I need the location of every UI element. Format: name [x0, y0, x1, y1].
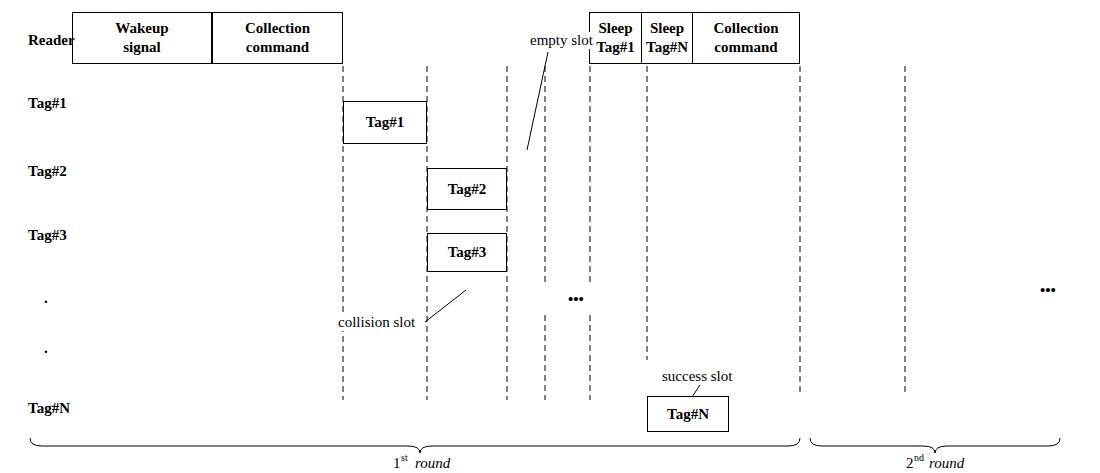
ellipsis: •••	[1040, 282, 1056, 299]
reader-command-box: Wakeup signal	[72, 12, 212, 64]
round-word: round	[415, 455, 450, 472]
slot-divider	[545, 315, 546, 400]
reader-command-box: Collection command	[692, 12, 800, 64]
round-word: round	[929, 455, 964, 472]
slot-divider	[590, 66, 591, 285]
round-number: 2	[906, 455, 914, 472]
box-text: Tag#3	[448, 243, 487, 262]
slot-annotation: empty slot	[528, 32, 595, 49]
reader-command-box: Sleep Tag#1	[589, 12, 642, 64]
row-label: Tag#N	[28, 400, 70, 417]
leader-line	[527, 52, 548, 150]
box-text: Wakeup signal	[107, 19, 177, 57]
row-label: Tag#2	[28, 163, 67, 180]
row-label: Tag#1	[28, 95, 67, 112]
row-label: Tag#3	[28, 227, 67, 244]
tag-reply-box: Tag#N	[647, 396, 729, 432]
reader-command-box: Sleep Tag#N	[641, 12, 693, 64]
box-text: Collection command	[698, 19, 794, 57]
tag-reply-box: Tag#3	[427, 233, 507, 272]
slot-divider	[545, 66, 546, 285]
box-text: Sleep Tag#1	[594, 19, 637, 57]
row-label: Reader	[28, 32, 75, 49]
slot-annotation: success slot	[660, 368, 734, 385]
box-text: Tag#N	[667, 405, 709, 424]
slot-divider	[800, 66, 801, 395]
slot-divider	[590, 315, 591, 400]
tag-reply-box: Tag#2	[427, 168, 507, 210]
leader-line	[425, 290, 466, 322]
box-text: Collection command	[223, 19, 333, 57]
slot-divider	[905, 66, 906, 395]
box-text: Sleep Tag#N	[646, 19, 688, 57]
slot-divider	[647, 66, 648, 360]
box-text: Tag#2	[448, 180, 487, 199]
round-number: 1	[393, 455, 401, 472]
round-brace	[30, 438, 800, 453]
slot-annotation: collision slot	[336, 314, 417, 331]
continuation-dot: .	[44, 290, 48, 307]
continuation-dot: .	[44, 340, 48, 357]
round-suffix: nd	[914, 452, 924, 463]
box-text: Tag#1	[366, 113, 405, 132]
tag-reply-box: Tag#1	[343, 101, 427, 144]
round-suffix: st	[401, 452, 408, 463]
reader-command-box: Collection command	[212, 12, 343, 64]
round-brace	[810, 438, 1060, 453]
ellipsis: •••	[568, 291, 584, 308]
